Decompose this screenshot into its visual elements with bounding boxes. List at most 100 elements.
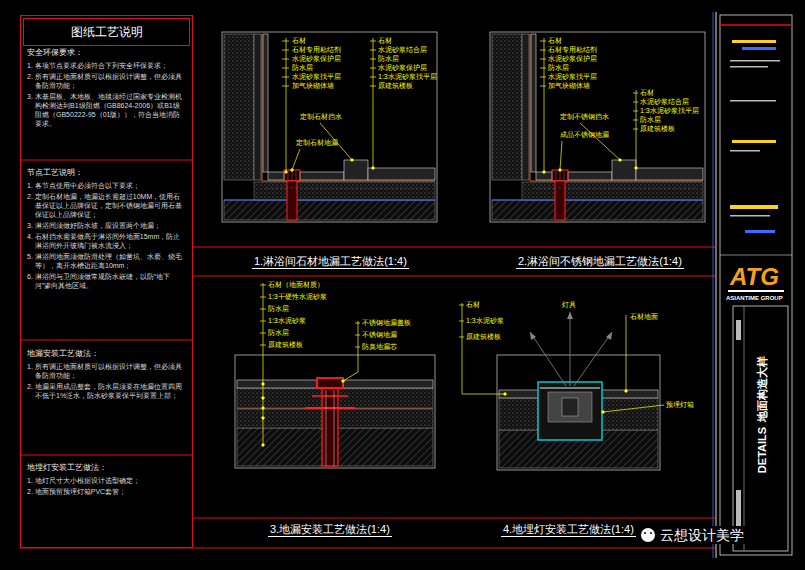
sheet-frame [193,518,715,519]
shower-section [263,34,268,172]
leader-line [633,129,638,130]
leader-line [262,444,265,447]
title-block-frame [720,15,792,555]
drawing-frame [222,32,705,470]
leader-line [355,335,360,336]
leader-line [559,169,562,172]
shower-section [254,34,261,180]
leader-line [540,50,546,51]
title-block-frame [730,100,776,102]
callout-label: 防水层 [378,54,399,63]
title-block-frame [720,15,792,555]
callout-label: 加气块砌体墙 [548,81,590,90]
note-item: 3. 淋浴间须做好防水坡，应设置两个地漏； [27,221,185,230]
title-block-frame [732,140,776,143]
leader-line [370,77,376,78]
leader-line [602,411,605,414]
leader-line [540,77,546,78]
sheet-frame [21,340,192,341]
note-item: 1. 各项节点要求必须符合下列安全环保要求； [27,61,185,70]
floor-lamp-section [574,332,612,386]
shower-section [265,188,430,189]
section-heading: 地漏安装工艺做法： [27,349,185,359]
sheet-frame [193,276,715,277]
callout-label: 定制石材挡水 [300,112,342,121]
leader-line [260,297,266,298]
shower-section [268,172,284,180]
note-item: 1. 各节点使用中必须符合以下要求； [27,181,185,190]
shower-section [492,34,703,220]
leader-line [370,68,376,69]
leader-line [262,417,265,420]
leader-line [370,59,376,60]
panel-title: 图纸工艺说明 [24,19,189,45]
shower-section [262,34,263,181]
leader-line [540,68,546,69]
leader-line [282,77,289,78]
note-item: 4. 石材挡水需要做高于淋浴间外地面15mm，防止淋浴间外开玻璃门被水流浸入； [27,232,185,250]
leader-line [619,159,622,162]
leader-line [459,303,664,413]
notes-panel: 安全环保要求： 1. 各项节点要求必须符合下列安全环保要求； 2. 所有调正地面材质… [20,15,193,548]
floor-lamp-section [567,312,573,319]
section-heading: 安全环保要求： [27,48,185,58]
callout-label: 灯具 [562,300,576,309]
leader-line [625,390,628,393]
section-heading: 地埋灯安装工艺做法： [27,463,185,473]
sheet-frame [193,247,715,248]
leader-line [370,50,376,51]
leader-line [260,285,266,286]
title-block-frame [745,230,775,233]
drawing-frame [490,32,705,222]
leader-line [286,38,287,172]
floor-lamp-section [540,388,600,389]
leader-line [633,102,638,103]
title-block-frame [720,255,792,256]
title-block-frame [730,150,760,152]
title-block-frame [732,40,776,43]
callout-label: 石材 [466,300,480,309]
sheet-name: DETAILS地面构造大样 [754,342,770,482]
leader-line [260,283,360,446]
note-item: 5. 淋浴间地面须做防滑处理（如凿坑、水磨、烧毛等），离开水槽边距离10mm； [27,252,185,270]
note-item: 3. 木基层板、木地板、地毯须经过国家专业检测机构检测达到B1级阻燃（GB862… [27,92,185,128]
callout-label: 原建筑楼板 [268,340,303,349]
floor-lamp-section [601,390,658,398]
drain-section [317,378,343,388]
callout-label: 1:3水泥砂浆找平层 [378,72,437,81]
floor-lamp-section [499,312,658,468]
leader-line [626,315,627,391]
note-item: 2. 所有调正地面材质可以根据设计调整，但必须具备防滑功能； [27,72,185,90]
title-block-frame [736,490,741,530]
drain-section [237,378,433,466]
leader-line [291,169,294,172]
floor-lamp-section [606,332,612,340]
callout-label: 石材 [378,36,392,45]
leader-line [262,383,265,386]
callout-label: 加气块砌体墙 [292,81,334,90]
callout-label: 防水层 [292,63,313,72]
callout-label: 水泥砂浆保护层 [378,63,427,72]
leader-line [260,321,266,322]
leader-line [544,38,545,172]
watermark-icon [641,528,655,542]
callout-label: 石材（地面材质） [268,280,324,289]
leader-line [263,283,264,445]
drain-section [326,390,327,466]
leader-line [355,323,360,324]
leader-line [355,347,360,348]
detail-caption: 3.地漏安装工艺做法(1:4) [268,522,392,537]
callout-label: 防水层 [548,63,569,72]
detail-caption: 2.淋浴间不锈钢地漏工艺做法(1:4) [516,254,684,269]
callout-label: 原建筑楼板 [640,124,675,133]
watermark-icon [650,532,652,534]
leader-line [292,149,300,170]
callout-label: 防水层 [268,304,289,313]
caption-text: 1.淋浴间石材地漏工艺做法(1:4) [254,254,407,268]
note-item: 2. 地面预留预埋灯箱PVC套管； [27,487,185,496]
sheet-frame [21,160,192,161]
leader-line [633,111,638,112]
callout-label: 石材地面 [630,312,658,321]
shower-section [300,172,344,180]
leader-line [560,141,562,170]
